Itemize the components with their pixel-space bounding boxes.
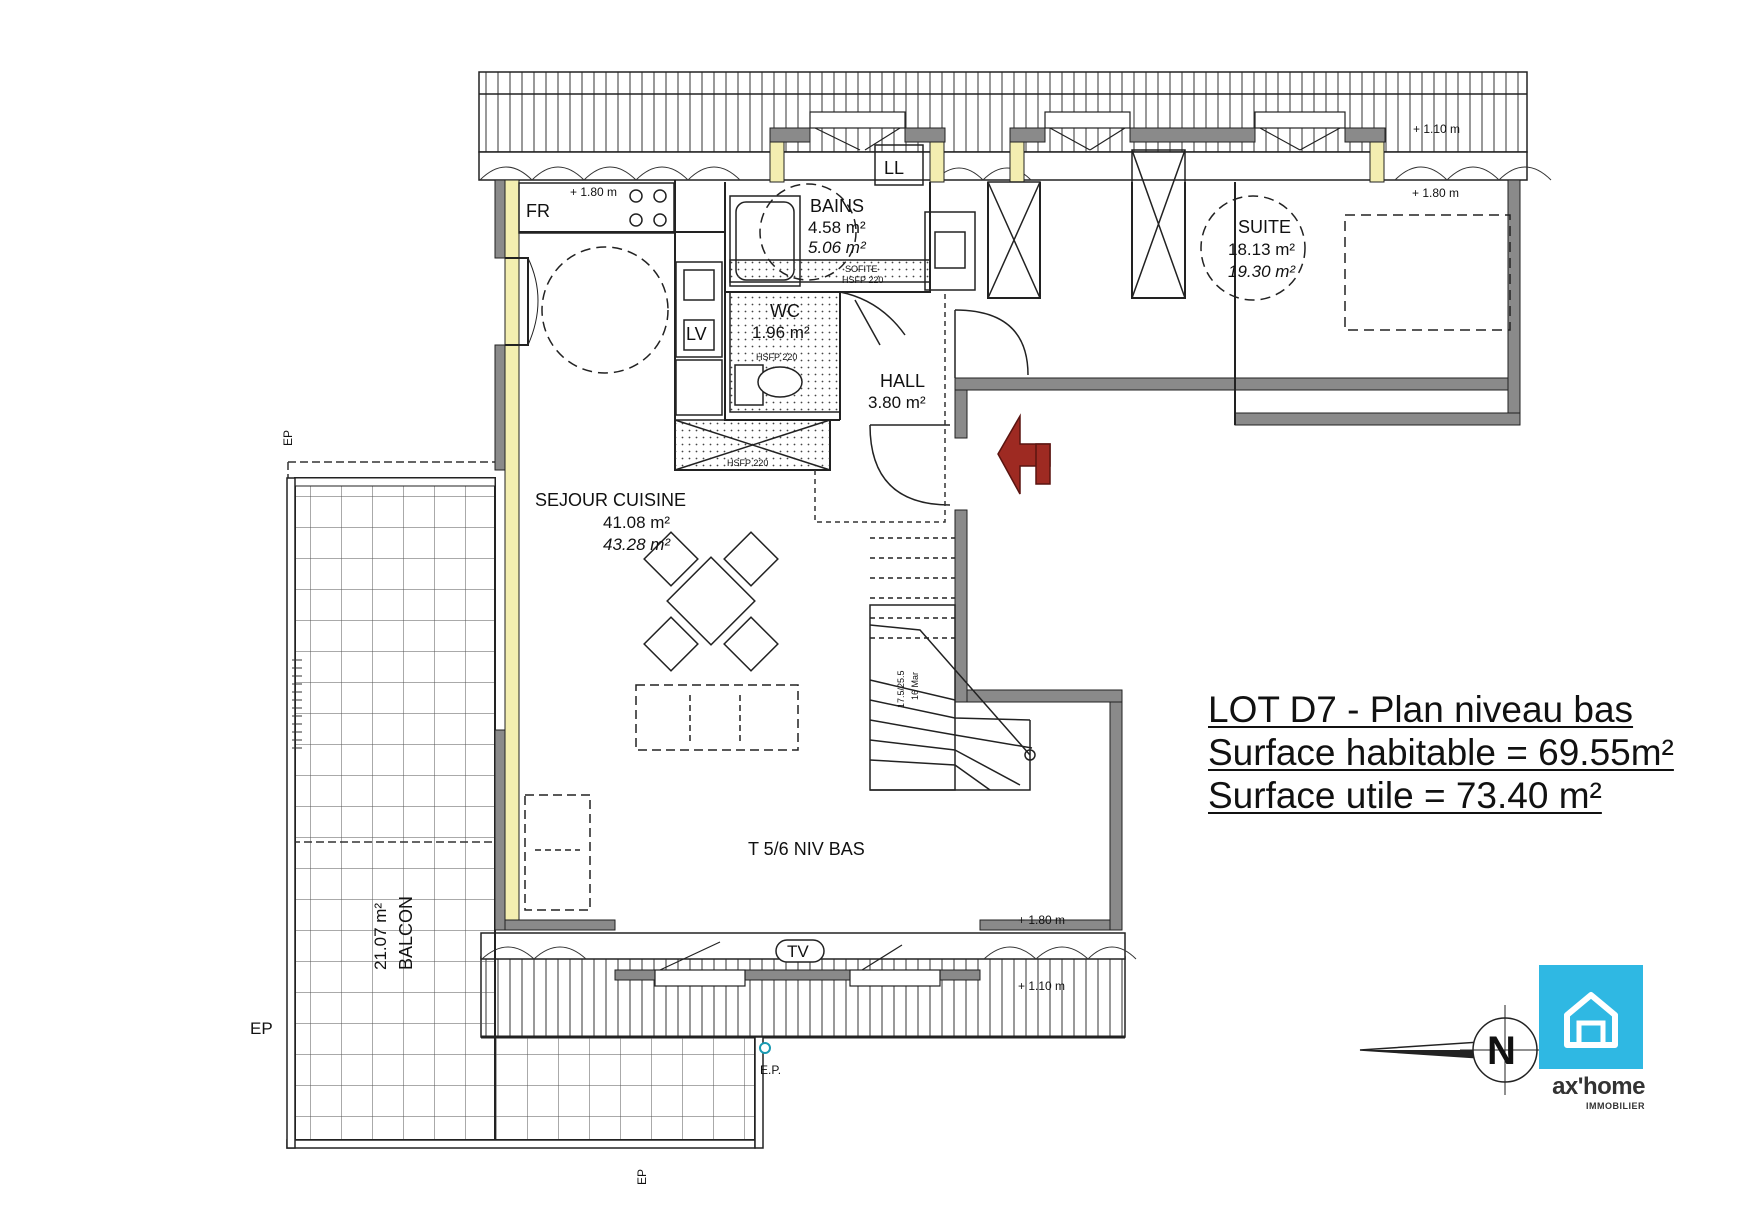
staircase xyxy=(869,537,1036,791)
storage xyxy=(674,419,831,471)
entry-arrow-tail xyxy=(1035,443,1051,485)
doors xyxy=(839,291,1029,506)
balcon-area: 21.07 m² xyxy=(371,903,390,970)
brand-name: ax'home xyxy=(1552,1073,1645,1100)
lot-title: LOT D7 - Plan niveau bas xyxy=(1208,689,1634,730)
ep-bottom-label: EP xyxy=(635,1169,649,1185)
sofite-label: SOFITE xyxy=(845,264,878,274)
wardrobes xyxy=(987,149,1186,299)
ep-point-icon xyxy=(759,1042,771,1054)
bains-name: BAINS xyxy=(810,196,864,216)
hall-area: 3.80 m² xyxy=(868,393,926,412)
labels: FR LL LV + 1.80 m BAINS 4.58 m² 5.06 m² … xyxy=(250,122,1516,1185)
compass-north-label: N xyxy=(1487,1029,1516,1073)
balcon-name: BALCON xyxy=(396,896,416,970)
sejour-area-utile: 43.28 m² xyxy=(603,535,671,554)
wc-name: WC xyxy=(770,301,800,321)
balcony xyxy=(286,461,764,1149)
hall-boundary xyxy=(814,292,946,523)
lot-info: LOT D7 - Plan niveau bas Surface habitab… xyxy=(1208,688,1674,817)
suite-area-utile: 19.30 m² xyxy=(1228,262,1296,281)
interior-partitions xyxy=(519,180,1236,471)
sejour-name: SEJOUR CUISINE xyxy=(535,490,686,510)
compass-icon xyxy=(1359,1005,1550,1095)
lot-surface-habitable: Surface habitable = 69.55m² xyxy=(1208,732,1674,773)
wc-area: 1.96 m² xyxy=(752,323,810,342)
roof-eaves-top xyxy=(478,71,1552,181)
windows xyxy=(654,111,1346,987)
height-note-sejour-110: + 1.10 m xyxy=(1018,979,1065,993)
height-note-suite-180: + 1.80 m xyxy=(1412,186,1459,200)
bains-area-utile: 5.06 m² xyxy=(808,238,867,257)
height-note-kitchen: + 1.80 m xyxy=(570,185,617,199)
kitchen-furniture xyxy=(505,182,723,416)
wc xyxy=(729,291,841,413)
height-note-sejour-180: + 1.80 m xyxy=(1018,913,1065,927)
dishwasher-label: LV xyxy=(686,324,707,344)
stair-dimension-label: 17.5/25.5 xyxy=(896,670,906,708)
brand-logo: ax'home IMMOBILIER xyxy=(1539,965,1646,1111)
bathroom xyxy=(729,144,976,291)
hall-name: HALL xyxy=(880,371,925,391)
tv-label: TV xyxy=(787,942,809,961)
tv-marker xyxy=(775,939,825,963)
dining-table xyxy=(643,531,779,672)
hsfp-bains-label: HSFP 220 xyxy=(842,275,883,285)
house-logo-icon xyxy=(1539,965,1643,1069)
bains-area: 4.58 m² xyxy=(808,218,866,237)
sofa xyxy=(635,684,799,751)
ep-point-label: E.P. xyxy=(760,1063,781,1077)
unit-type-label: T 5/6 NIV BAS xyxy=(748,839,865,859)
sejour-area: 41.08 m² xyxy=(603,513,670,532)
fridge-label: FR xyxy=(526,201,550,221)
height-note-suite-110: + 1.10 m xyxy=(1413,122,1460,136)
ep-top-label: EP xyxy=(281,430,295,446)
desk xyxy=(524,794,591,911)
lot-surface-utile: Surface utile = 73.40 m² xyxy=(1208,775,1602,816)
hsfp-store-label: HSFP 220 xyxy=(727,458,768,468)
stair-steps-label: 16 Mar xyxy=(910,672,920,700)
suite-area: 18.13 m² xyxy=(1228,240,1295,259)
hsfp-wc-label: HSFP 220 xyxy=(756,352,797,362)
brand-subtitle: IMMOBILIER xyxy=(1586,1101,1645,1111)
suite-furniture xyxy=(1200,195,1511,331)
ep-left-label: EP xyxy=(250,1019,273,1038)
washing-machine-label: LL xyxy=(884,158,904,178)
suite-name: SUITE xyxy=(1238,217,1291,237)
